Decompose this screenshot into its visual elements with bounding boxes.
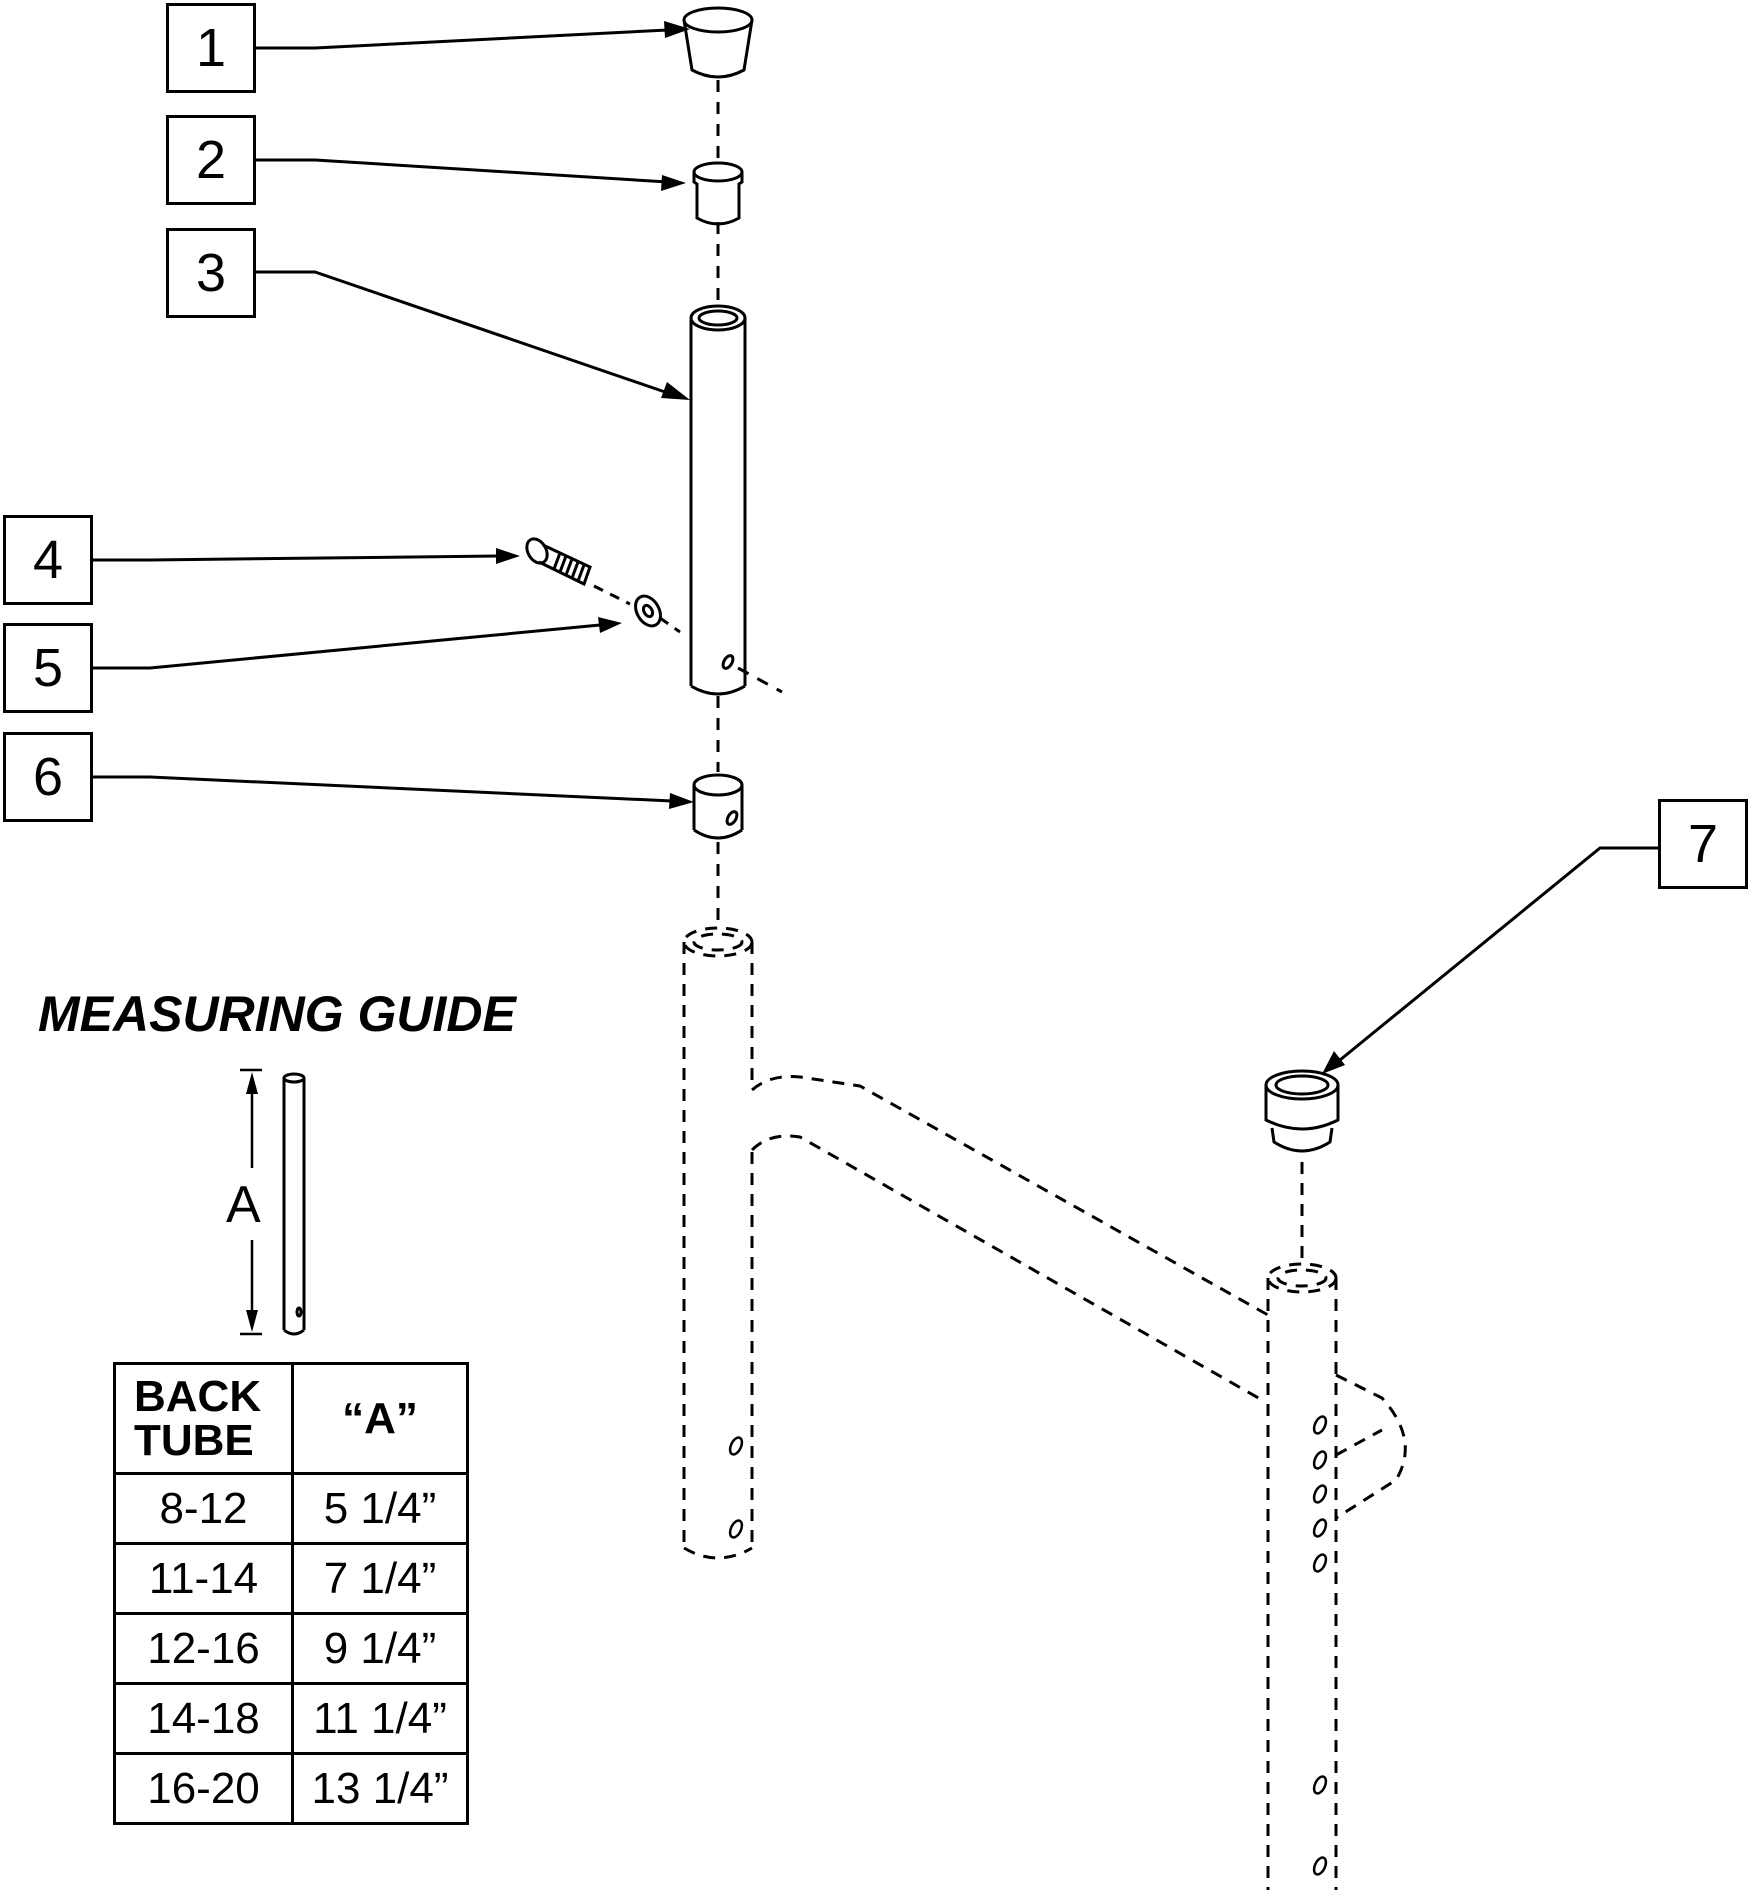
cell-back-tube: 11-14 <box>113 1542 294 1615</box>
table-header-row: BACK TUBE “A” <box>113 1362 469 1475</box>
part-6-collar <box>692 773 744 840</box>
part-4-screw <box>525 537 631 606</box>
measuring-guide-title: MEASURING GUIDE <box>38 986 516 1042</box>
cell-back-tube: 8-12 <box>113 1472 294 1545</box>
header-back-tube: BACK TUBE <box>113 1362 294 1475</box>
measuring-table: BACK TUBE “A” 8-12 5 1/4” 11-14 7 1/4” 1… <box>113 1362 469 1825</box>
table-row: 12-16 9 1/4” <box>113 1612 469 1685</box>
table-row: 8-12 5 1/4” <box>113 1472 469 1545</box>
arrowheads <box>496 21 1345 1074</box>
cell-a: 9 1/4” <box>291 1612 469 1685</box>
cell-back-tube: 14-18 <box>113 1682 294 1755</box>
callout-2: 2 <box>166 115 256 205</box>
frame-outline-dashed <box>682 926 1407 1890</box>
cell-back-tube: 16-20 <box>113 1752 294 1825</box>
table-row: 11-14 7 1/4” <box>113 1542 469 1615</box>
callout-7: 7 <box>1658 799 1748 889</box>
cell-back-tube: 12-16 <box>113 1612 294 1685</box>
callout-5-label: 5 <box>32 638 64 698</box>
callout-3: 3 <box>166 228 256 318</box>
measuring-guide-sketch <box>240 1068 306 1336</box>
callout-2-label: 2 <box>195 130 227 190</box>
part-2-plug <box>692 161 744 226</box>
cell-a: 13 1/4” <box>291 1752 469 1825</box>
callout-4: 4 <box>3 515 93 605</box>
callout-6-label: 6 <box>32 747 64 807</box>
callout-6: 6 <box>3 732 93 822</box>
part-5-washer <box>634 594 681 634</box>
table-row: 16-20 13 1/4” <box>113 1752 469 1825</box>
part-3-back-tube <box>689 304 783 696</box>
frame-holes <box>728 1415 1328 1876</box>
callout-4-label: 4 <box>32 530 64 590</box>
header-a: “A” <box>291 1362 469 1475</box>
part-7-bumper-cap <box>1264 1069 1340 1153</box>
cell-a: 5 1/4” <box>291 1472 469 1545</box>
part-1-tapered-cap <box>682 6 754 79</box>
callout-1: 1 <box>166 3 256 93</box>
leader-lines <box>93 28 1658 1062</box>
cell-a: 11 1/4” <box>291 1682 469 1755</box>
table-row: 14-18 11 1/4” <box>113 1682 469 1755</box>
cell-a: 7 1/4” <box>291 1542 469 1615</box>
callout-1-label: 1 <box>195 18 227 78</box>
callout-7-label: 7 <box>1687 814 1719 874</box>
callout-5: 5 <box>3 623 93 713</box>
callout-3-label: 3 <box>195 243 227 303</box>
dimension-a-label: A <box>226 1176 261 1234</box>
